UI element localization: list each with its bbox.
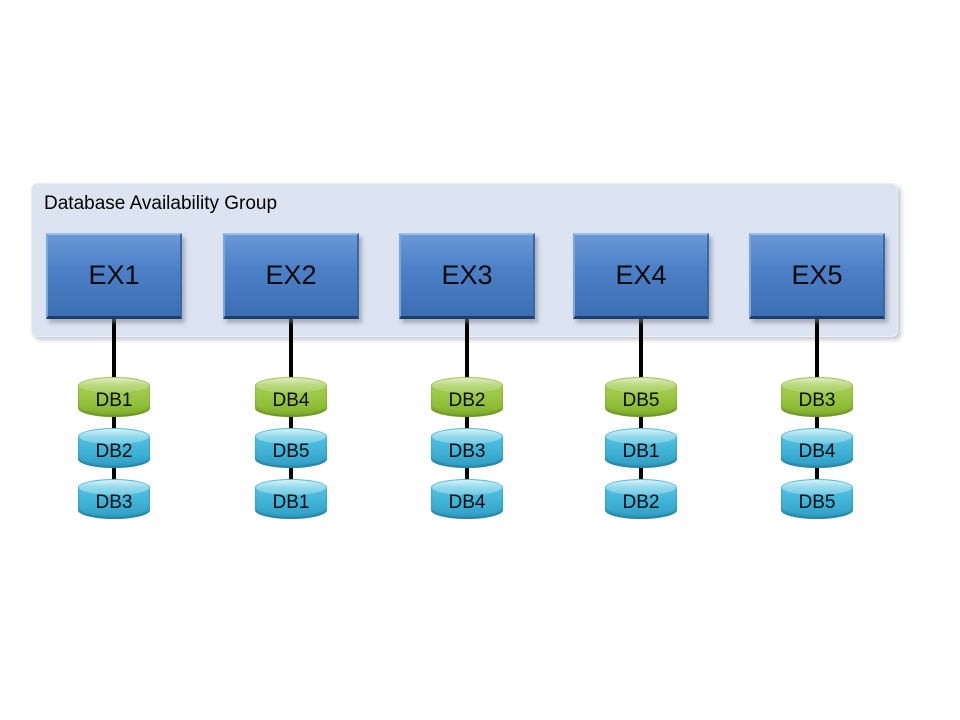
database-label: DB2 bbox=[448, 390, 486, 411]
database-cylinder: DB4 bbox=[255, 377, 327, 417]
cylinder-top bbox=[255, 428, 327, 445]
database-label: DB3 bbox=[448, 441, 486, 462]
database-label: DB1 bbox=[95, 390, 133, 411]
database-cylinder: DB3 bbox=[78, 479, 150, 519]
database-cylinder: DB2 bbox=[78, 428, 150, 468]
database-cylinder: DB5 bbox=[781, 479, 853, 519]
database-label: DB4 bbox=[272, 390, 310, 411]
cylinder-top bbox=[781, 377, 853, 394]
server-label: EX2 bbox=[265, 260, 317, 290]
server-node: EX1 bbox=[46, 233, 182, 319]
server-column: EX3 DB2 DB3 DB4 bbox=[399, 233, 535, 523]
database-label: DB4 bbox=[448, 492, 486, 513]
cylinder-top bbox=[78, 428, 150, 445]
cylinder-top bbox=[431, 428, 503, 445]
database-cylinder: DB2 bbox=[431, 377, 503, 417]
database-label: DB2 bbox=[95, 441, 133, 462]
database-cylinder: DB4 bbox=[781, 428, 853, 468]
cylinder-top bbox=[431, 377, 503, 394]
server-column: EX4 DB5 DB1 DB2 bbox=[573, 233, 709, 523]
cylinder-top bbox=[78, 479, 150, 496]
server-node: EX2 bbox=[223, 233, 359, 319]
server-node: EX5 bbox=[749, 233, 885, 319]
server-label: EX3 bbox=[441, 260, 493, 290]
database-label: DB5 bbox=[272, 441, 310, 462]
cylinder-top bbox=[431, 479, 503, 496]
database-label: DB4 bbox=[798, 441, 836, 462]
server-label: EX4 bbox=[615, 260, 667, 290]
cylinder-top bbox=[781, 428, 853, 445]
server-label: EX5 bbox=[791, 260, 843, 290]
database-label: DB1 bbox=[272, 492, 310, 513]
cylinder-top bbox=[255, 377, 327, 394]
dag-title: Database Availability Group bbox=[44, 193, 278, 214]
cylinder-top bbox=[605, 428, 677, 445]
cylinder-top bbox=[605, 377, 677, 394]
database-label: DB5 bbox=[622, 390, 660, 411]
server-node: EX3 bbox=[399, 233, 535, 319]
server-label: EX1 bbox=[88, 260, 140, 290]
server-column: EX5 DB3 DB4 DB5 bbox=[749, 233, 885, 523]
cylinder-top bbox=[781, 479, 853, 496]
database-label: DB5 bbox=[798, 492, 836, 513]
database-cylinder: DB1 bbox=[255, 479, 327, 519]
database-label: DB2 bbox=[622, 492, 660, 513]
database-cylinder: DB1 bbox=[605, 428, 677, 468]
database-cylinder: DB3 bbox=[781, 377, 853, 417]
database-cylinder: DB4 bbox=[431, 479, 503, 519]
server-node: EX4 bbox=[573, 233, 709, 319]
database-label: DB3 bbox=[798, 390, 836, 411]
database-cylinder: DB1 bbox=[78, 377, 150, 417]
cylinder-top bbox=[255, 479, 327, 496]
server-column: EX2 DB4 DB5 DB1 bbox=[223, 233, 359, 523]
database-cylinder: DB3 bbox=[431, 428, 503, 468]
database-cylinder: DB2 bbox=[605, 479, 677, 519]
database-label: DB1 bbox=[622, 441, 660, 462]
database-cylinder: DB5 bbox=[605, 377, 677, 417]
cylinder-top bbox=[78, 377, 150, 394]
cylinder-top bbox=[605, 479, 677, 496]
database-cylinder: DB5 bbox=[255, 428, 327, 468]
server-column: EX1 DB1 DB2 DB3 bbox=[46, 233, 182, 523]
database-label: DB3 bbox=[95, 492, 133, 513]
